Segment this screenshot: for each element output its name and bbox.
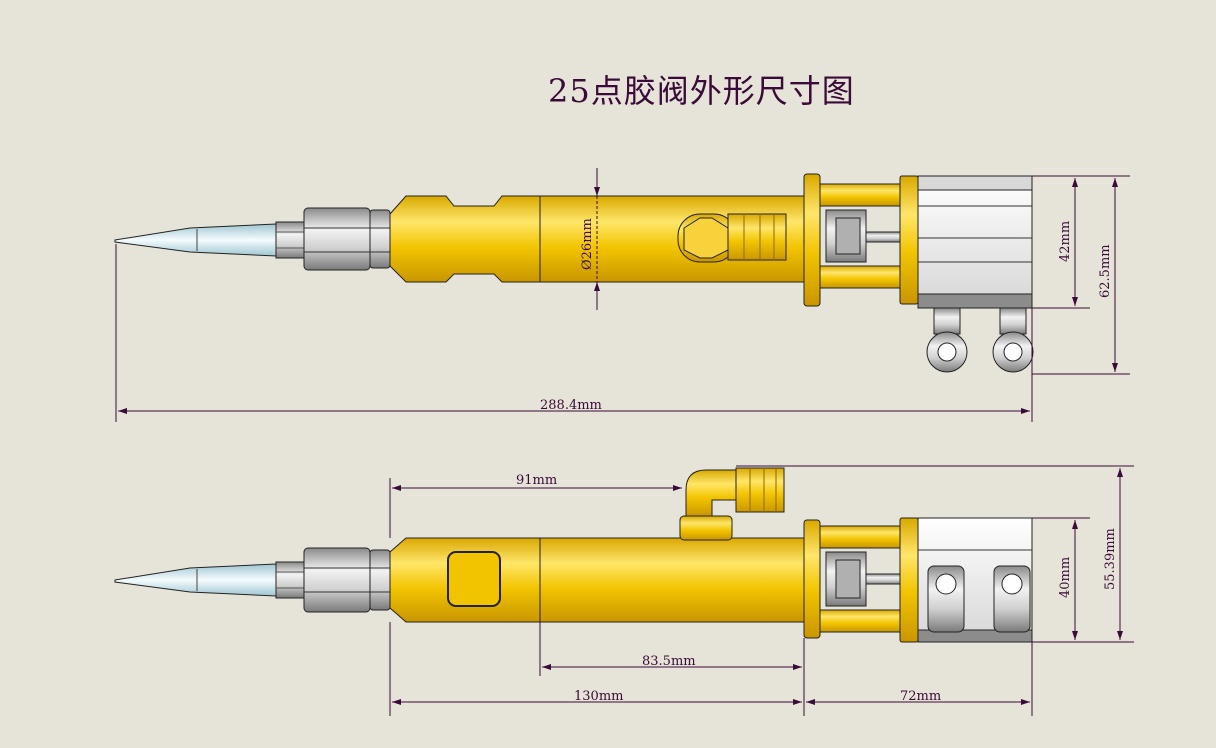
- air-cylinder-top: [917, 175, 1034, 373]
- air-cylinder-bottom: [917, 517, 1033, 643]
- nozzle-bottom: [114, 561, 305, 599]
- dimension-vertical-bottom: [736, 465, 1134, 643]
- valve-body-bottom: [389, 467, 919, 643]
- dimension-vertical-top: [1032, 175, 1130, 375]
- dimension-height-right-label: 40mm: [1058, 557, 1073, 598]
- hex-nut-bottom: [303, 547, 391, 613]
- dimension-inlet-offset: [389, 478, 682, 538]
- bottom-view: 91mm 40mm 55.39mm 83.5mm: [114, 465, 1134, 716]
- dimension-main-length-label: 130mm: [574, 689, 623, 704]
- valve-body-top: [389, 173, 919, 307]
- dimension-head-length-label: 72mm: [900, 689, 941, 704]
- dimension-diameter-label: Ø26mm: [580, 218, 595, 270]
- nozzle-top: [114, 221, 305, 259]
- dimension-body-length-label: 83.5mm: [642, 654, 696, 669]
- hex-nut-top: [303, 207, 391, 271]
- dimension-height-inner-label: 42mm: [1058, 221, 1073, 262]
- dimension-inlet-offset-label: 91mm: [516, 473, 557, 488]
- top-view: Ø26mm 42mm 62.5mm 288.4mm: [114, 168, 1130, 422]
- drawing-title: 25点胶阀外形尺寸图: [548, 72, 855, 110]
- dimension-total-length-label: 288.4mm: [540, 398, 602, 413]
- dimension-body-length: [539, 622, 805, 716]
- dimension-total-length: [115, 244, 1033, 422]
- dimension-height-total-label: 55.39mm: [1103, 528, 1118, 590]
- dimension-main-length: [389, 622, 1033, 716]
- dimension-height-outer-label: 62.5mm: [1098, 244, 1113, 298]
